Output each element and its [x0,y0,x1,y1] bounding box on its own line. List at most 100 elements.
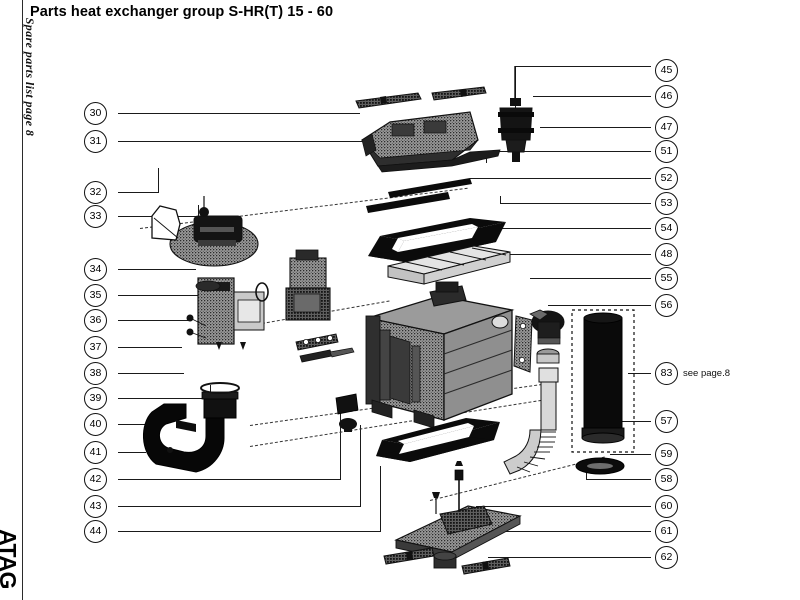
callout-36[interactable]: 36 [84,309,107,332]
leader-line-42 [118,479,340,480]
leader-line-31 [118,141,376,142]
callout-56[interactable]: 56 [655,294,678,317]
pointer-dashes-upper [139,187,468,229]
part-condensate-siphon [142,382,240,473]
leader-line-34 [118,269,196,270]
leader-line-53 [500,203,651,204]
part-bottom-rail-left [383,547,435,565]
leader-line-33 [118,216,198,217]
part-flue-elbow [529,309,565,345]
leader-line-58 [586,479,651,480]
callout-46[interactable]: 46 [655,85,678,108]
callout-54[interactable]: 54 [655,217,678,240]
part-slatted-plate [387,245,511,285]
leader-line-56 [548,305,651,306]
part-ignition-electrode [498,66,534,162]
leader-line-60 [476,506,651,507]
callout-33[interactable]: 33 [84,205,107,228]
part-burner-manifold [361,111,501,173]
callout-37[interactable]: 37 [84,336,107,359]
leader-line-61 [500,531,651,532]
callout-41[interactable]: 41 [84,441,107,464]
leader-line-43 [118,506,360,507]
callout-48[interactable]: 48 [655,243,678,266]
part-gasket-frame [368,218,506,262]
leader-line-42-riser [340,404,341,480]
callout-57[interactable]: 57 [655,410,678,433]
pointer-dashes-mid [221,300,390,331]
callout-30[interactable]: 30 [84,102,107,125]
leader-line-37 [118,347,182,348]
leader-line-51-riser [486,151,487,163]
callout-55[interactable]: 55 [655,267,678,290]
pointer-dashes-lower [249,383,548,426]
part-o-ring [255,282,269,302]
part-pan-screw [432,492,440,514]
leader-line-55 [530,278,651,279]
leader-line-83 [628,373,651,374]
callout-43[interactable]: 43 [84,495,107,518]
page-title: Parts heat exchanger group S-HR(T) 15 - … [30,4,334,20]
leader-line-38 [118,373,184,374]
leader-line-59 [610,454,651,455]
see-page-note: see page.8 [683,368,731,379]
pointer-dashes-pan [429,456,605,501]
callout-51[interactable]: 51 [655,140,678,163]
part-bottom-rail-right [461,557,511,575]
leader-line-62 [488,557,651,558]
part-vessel-gasket [575,457,625,475]
callout-35[interactable]: 35 [84,284,107,307]
leader-line-36 [118,320,190,321]
callout-34[interactable]: 34 [84,258,107,281]
part-rail-strip-right [431,86,487,101]
callout-32[interactable]: 32 [84,181,107,204]
leader-line-30 [118,113,360,114]
pointer-dashes-lower-2 [249,399,547,447]
leader-line-35 [118,295,206,296]
callout-38[interactable]: 38 [84,362,107,385]
part-condensate-pan [394,505,522,569]
atag-brand-logo: ATAG [0,529,21,589]
part-hanger-strip [513,315,533,373]
callout-47[interactable]: 47 [655,116,678,139]
leader-line-51 [486,151,651,152]
callout-62[interactable]: 62 [655,546,678,569]
callout-39[interactable]: 39 [84,387,107,410]
leader-line-32 [118,192,158,193]
leader-line-33-riser [198,205,199,217]
callout-40[interactable]: 40 [84,413,107,436]
leader-line-54 [462,228,651,229]
leader-line-39-riser [210,385,211,399]
leader-line-58-riser [586,466,587,480]
callout-53[interactable]: 53 [655,192,678,215]
leader-line-53-riser [500,196,501,204]
callout-83[interactable]: 83 [655,362,678,385]
part-lower-gasket-frame [376,418,500,462]
leader-line-41 [118,452,146,453]
leader-line-57 [594,421,651,422]
callout-61[interactable]: 61 [655,520,678,543]
callout-45[interactable]: 45 [655,59,678,82]
callout-44[interactable]: 44 [84,520,107,543]
leader-line-52 [470,178,651,179]
callout-59[interactable]: 59 [655,443,678,466]
spine-label: Spare parts list page 8 [23,17,37,137]
part-fan-blower [169,196,259,267]
callout-52[interactable]: 52 [655,167,678,190]
part-pump-motor [285,249,331,321]
leader-line-44-riser [380,466,381,532]
leader-line-40 [118,424,162,425]
callout-42[interactable]: 42 [84,468,107,491]
leader-line-47 [540,127,651,128]
callout-58[interactable]: 58 [655,468,678,491]
callout-31[interactable]: 31 [84,130,107,153]
leader-line-45-riser [515,66,516,108]
part-expansion-vessel-group [571,309,635,453]
leader-line-45 [515,66,651,67]
leader-line-32-riser [158,168,159,193]
callout-60[interactable]: 60 [655,495,678,518]
leader-line-39 [118,398,210,399]
part-flexible-hose [503,348,560,475]
